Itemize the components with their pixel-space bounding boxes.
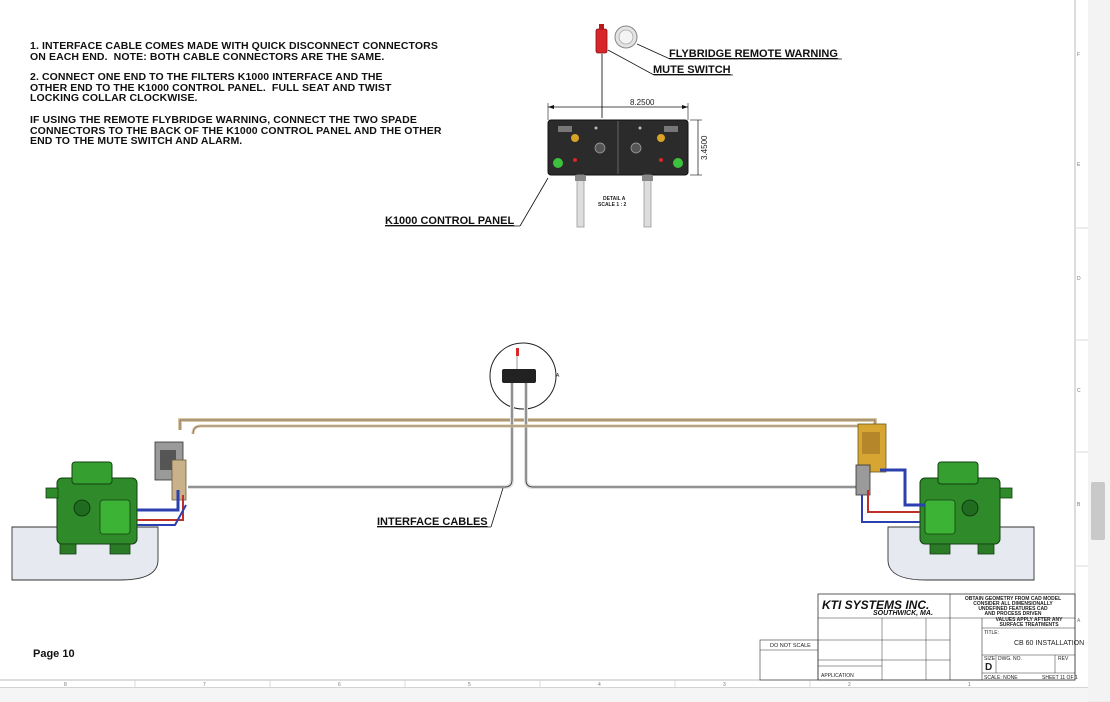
detail-label: DETAIL A bbox=[603, 196, 626, 202]
zone-bottom-5: 5 bbox=[468, 682, 471, 688]
title-company: KTI SYSTEMS INC. bbox=[822, 598, 930, 612]
engine-left bbox=[45, 461, 138, 555]
zone-bottom-8: 8 bbox=[64, 682, 67, 688]
title-sheet: SHEET 11 OF 1 bbox=[1042, 675, 1078, 681]
zone-bottom-3: 3 bbox=[723, 682, 726, 688]
dimension-width: 8.2500 bbox=[630, 98, 655, 107]
zone-bottom-2: 2 bbox=[848, 682, 851, 688]
zone-right-a: A bbox=[1077, 618, 1081, 624]
title-do-not-scale: DO NOT SCALE bbox=[770, 643, 811, 649]
title-rev-label: REV bbox=[1058, 656, 1069, 662]
mute-switch bbox=[595, 24, 608, 118]
title-size: D bbox=[985, 662, 993, 673]
zone-bottom-7: 7 bbox=[203, 682, 206, 688]
interface-cables bbox=[178, 383, 877, 489]
title-scale: SCALE: NONE bbox=[984, 675, 1018, 681]
note-2: 2. CONNECT ONE END TO THE FILTERS K1000 … bbox=[30, 71, 392, 104]
zone-right-c: C bbox=[1077, 388, 1081, 394]
zone-right-b: B bbox=[1077, 502, 1081, 508]
k1000-control-panel bbox=[547, 119, 689, 176]
detail-scale: SCALE 1 : 2 bbox=[598, 202, 627, 208]
engine-right bbox=[919, 461, 1013, 555]
filter-right bbox=[855, 423, 887, 496]
title-dwg-label: DWG. NO. bbox=[998, 656, 1022, 662]
callout-interface-cables: INTERFACE CABLES bbox=[377, 516, 488, 528]
detail-marker: A bbox=[556, 373, 560, 379]
installation-drawing bbox=[0, 0, 1088, 687]
title-note-geometry: OBTAIN GEOMETRY FROM CAD MODEL CONSIDER … bbox=[964, 596, 1062, 617]
vertical-scrollbar[interactable] bbox=[1088, 0, 1110, 701]
title-note-values: VALUES APPLY AFTER ANY SURFACE TREATMENT… bbox=[995, 617, 1063, 628]
title-drawing-name: CB 60 INSTALLATION bbox=[1014, 640, 1085, 647]
title-location: SOUTHWICK, MA. bbox=[873, 610, 933, 617]
drawing-sheet: 1. INTERFACE CABLE COMES MADE WITH QUICK… bbox=[0, 0, 1089, 688]
callout-control-panel: K1000 CONTROL PANEL bbox=[385, 215, 515, 227]
callout-flybridge-warning: FLYBRIDGE REMOTE WARNING bbox=[669, 48, 838, 60]
note-3: IF USING THE REMOTE FLYBRIDGE WARNING, C… bbox=[30, 114, 442, 147]
note-1: 1. INTERFACE CABLE COMES MADE WITH QUICK… bbox=[30, 40, 438, 63]
filter-left bbox=[154, 441, 187, 501]
scrollbar-thumb[interactable] bbox=[1091, 482, 1105, 540]
flybridge-warning-alarm bbox=[614, 25, 638, 49]
zone-bottom-4: 4 bbox=[598, 682, 601, 688]
horizontal-scrollbar[interactable] bbox=[0, 687, 1088, 702]
zone-right-f: F bbox=[1077, 52, 1081, 58]
zone-right-d: D bbox=[1077, 276, 1081, 282]
zone-bottom-1: 1 bbox=[968, 682, 971, 688]
zone-right-e: E bbox=[1077, 162, 1081, 168]
title-size-label: SIZE bbox=[984, 656, 996, 662]
callout-mute-switch: MUTE SWITCH bbox=[653, 64, 731, 76]
zone-bottom-6: 6 bbox=[338, 682, 341, 688]
title-application: APPLICATION bbox=[821, 673, 854, 679]
title-label: TITLE: bbox=[984, 630, 1000, 636]
page-label: Page 10 bbox=[33, 648, 75, 660]
